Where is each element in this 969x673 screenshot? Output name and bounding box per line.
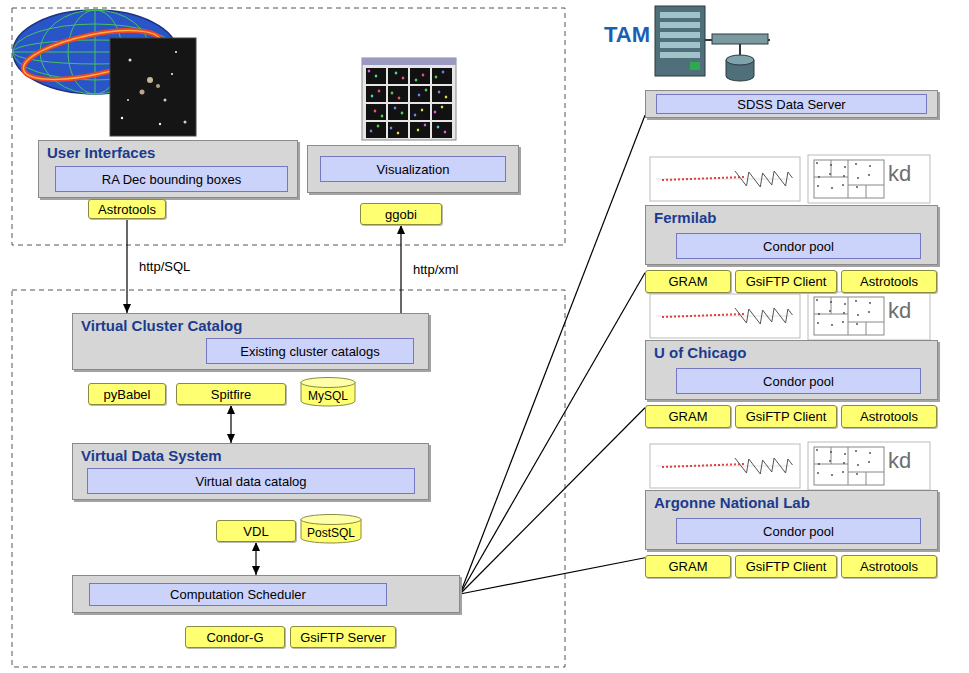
dashed-region xyxy=(12,290,565,667)
inner-panel: Computation Scheduler xyxy=(89,583,387,606)
panel-label: Condor pool xyxy=(763,239,834,254)
panel-label: SDSS Data Server xyxy=(737,97,845,112)
panel-label: Virtual data catalog xyxy=(195,474,306,489)
inner-panel: Condor pool xyxy=(676,368,921,394)
database-label: MySQL xyxy=(308,389,348,403)
box-heading: Virtual Data System xyxy=(81,447,222,464)
tool-tag: GsiFTP Server xyxy=(290,626,396,648)
tag-label: GsiFTP Client xyxy=(746,274,827,289)
tag-label: GRAM xyxy=(669,409,708,424)
database-cylinder: MySQL xyxy=(300,377,356,407)
arrowhead xyxy=(252,542,260,551)
panel-label: Condor pool xyxy=(763,374,834,389)
tag-label: GsiFTP Client xyxy=(746,559,827,574)
tool-tag: GsiFTP Client xyxy=(735,270,837,293)
panel-label: Visualization xyxy=(377,162,450,177)
component-box: Virtual Cluster CatalogExisting cluster … xyxy=(72,313,429,370)
connector-line xyxy=(460,558,645,594)
server-name: TAM xyxy=(604,22,650,48)
inner-panel: RA Dec bounding boxes xyxy=(55,166,288,192)
component-box: Virtual Data SystemVirtual data catalog xyxy=(72,443,429,500)
box-heading: Virtual Cluster Catalog xyxy=(81,317,242,334)
connector xyxy=(460,273,645,594)
tool-tag: Astrotools xyxy=(841,405,937,428)
connector-line xyxy=(400,225,401,313)
box-heading: U of Chicago xyxy=(654,344,747,361)
plot-label: kd xyxy=(888,448,911,474)
tool-tag: GRAM xyxy=(645,555,731,578)
tag-label: VDL xyxy=(243,524,268,539)
component-box: Computation Scheduler xyxy=(72,575,460,613)
arrowhead xyxy=(252,566,260,575)
tool-tag: GsiFTP Client xyxy=(735,405,837,428)
galaxy-photo xyxy=(110,38,196,136)
arrowhead xyxy=(227,434,235,443)
tool-tag: GsiFTP Client xyxy=(735,555,837,578)
tool-tag: Spitfire xyxy=(176,383,286,405)
tag-label: Spitfire xyxy=(211,387,251,402)
component-box: Argonne National LabCondor pool xyxy=(645,490,938,550)
tool-tag: Astrotools xyxy=(88,199,166,219)
tool-tag: GRAM xyxy=(645,270,731,293)
tag-label: GRAM xyxy=(669,559,708,574)
tag-label: GsiFTP Server xyxy=(300,630,386,645)
tool-tag: GRAM xyxy=(645,405,731,428)
inner-panel: Existing cluster catalogs xyxy=(206,338,414,364)
tag-label: pyBabel xyxy=(104,387,151,402)
inner-panel: Visualization xyxy=(320,156,506,182)
panel-label: Computation Scheduler xyxy=(170,587,306,602)
panel-label: RA Dec bounding boxes xyxy=(102,172,241,187)
inner-panel: SDSS Data Server xyxy=(656,94,927,114)
component-box: U of ChicagoCondor pool xyxy=(645,340,938,400)
tag-label: Astrotools xyxy=(860,559,918,574)
component-box: FermilabCondor pool xyxy=(645,205,938,265)
component-box: User Interfaces RA Dec bounding boxes xyxy=(38,140,298,198)
inner-panel: Condor pool xyxy=(676,233,921,259)
inner-panel: Condor pool xyxy=(676,518,921,544)
edge-label: http/SQL xyxy=(137,259,192,274)
connector xyxy=(460,558,645,594)
visualization-screenshot xyxy=(362,58,456,140)
tool-tag: Astrotools xyxy=(841,555,937,578)
connector-line xyxy=(460,408,645,594)
tag-label: GsiFTP Client xyxy=(746,409,827,424)
tag-label: GRAM xyxy=(669,274,708,289)
tag-label: Astrotools xyxy=(98,202,156,217)
tag-label: ggobi xyxy=(385,207,417,222)
tam-server-icon xyxy=(655,6,770,81)
connector xyxy=(252,542,260,575)
inner-panel: Virtual data catalog xyxy=(87,468,415,494)
tag-label: Condor-G xyxy=(206,630,263,645)
connector xyxy=(123,219,131,313)
connector xyxy=(460,408,645,594)
component-box: Visualization xyxy=(307,145,519,193)
dashed-region xyxy=(12,8,565,245)
tool-tag: ggobi xyxy=(360,203,442,225)
tag-label: Astrotools xyxy=(860,409,918,424)
connector-line xyxy=(126,219,127,313)
tool-tag: Condor-G xyxy=(185,626,285,648)
tool-tag: Astrotools xyxy=(841,270,937,293)
connector-line xyxy=(460,273,645,594)
box-heading: Fermilab xyxy=(654,209,717,226)
box-heading: User Interfaces xyxy=(47,144,155,161)
box-heading: Argonne National Lab xyxy=(654,494,810,511)
edge-label: http/xml xyxy=(411,262,461,277)
tool-tag: VDL xyxy=(216,520,296,542)
arrowhead xyxy=(397,225,405,234)
tag-label: Astrotools xyxy=(860,274,918,289)
plot-label: kd xyxy=(888,161,911,187)
database-cylinder: PostSQL xyxy=(300,514,362,544)
component-box: SDSS Data Server xyxy=(645,90,938,118)
plot-label: kd xyxy=(888,298,911,324)
panel-label: Existing cluster catalogs xyxy=(240,344,379,359)
database-label: PostSQL xyxy=(307,526,355,540)
panel-label: Condor pool xyxy=(763,524,834,539)
arrowhead xyxy=(123,304,131,313)
arrowhead xyxy=(227,405,235,414)
connector xyxy=(397,225,405,313)
connector xyxy=(227,405,235,443)
tool-tag: pyBabel xyxy=(88,383,166,405)
